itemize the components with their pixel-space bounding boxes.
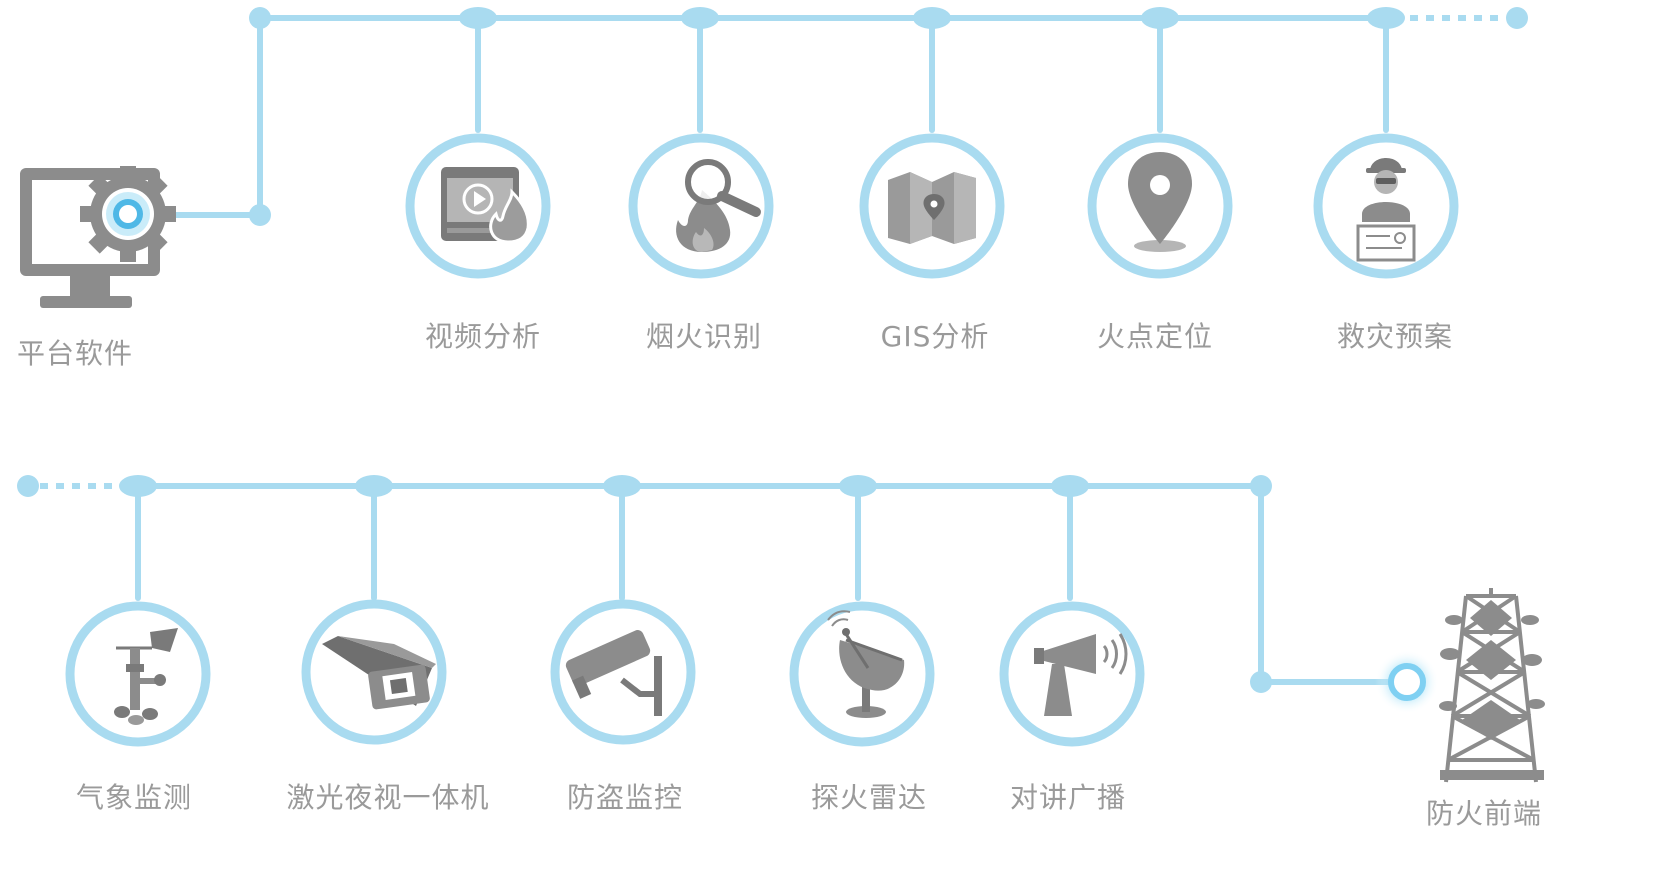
module-label-video: 视频分析 [424, 320, 542, 353]
platform-label: 平台软件 [17, 337, 134, 370]
location-pin-icon [1128, 152, 1192, 252]
node-bottom-end [1250, 475, 1272, 497]
node-top-3 [913, 7, 951, 29]
security-camera-icon [565, 630, 662, 716]
connector-lines [40, 15, 1505, 685]
tower-icon [1375, 588, 1545, 783]
device-label-radar: 探火雷达 [810, 781, 928, 814]
device-label-security: 防盗监控 [566, 781, 684, 814]
node-top-end [1506, 7, 1528, 29]
magnifier-fire-icon [676, 159, 761, 252]
node-platform [249, 204, 271, 226]
module-label-gis: GIS分析 [880, 320, 990, 353]
module-label-plan: 救灾预案 [1336, 320, 1454, 353]
monitor-gear-icon [20, 166, 176, 308]
device-label-laser: 激光夜视一体机 [286, 781, 490, 814]
device-label-broadcast: 对讲广播 [1009, 781, 1127, 814]
video-fire-icon [441, 167, 530, 244]
device-circle-broadcast [999, 601, 1145, 747]
node-bottom-3 [603, 475, 641, 497]
node-top-4 [1141, 7, 1179, 29]
module-label-location: 火点定位 [1096, 320, 1214, 353]
firefighter-plan-icon [1356, 158, 1416, 262]
node-bottom-1 [119, 475, 157, 497]
map-icon [888, 172, 976, 244]
frontend-label: 防火前端 [1425, 797, 1543, 830]
module-label-smoke: 烟火识别 [645, 320, 763, 353]
node-bottom-2 [355, 475, 393, 497]
loudspeaker-icon [1034, 633, 1128, 716]
node-top-1 [459, 7, 497, 29]
laser-camera-icon [322, 636, 436, 710]
weather-vane-icon [114, 628, 178, 725]
radar-dish-icon [827, 610, 905, 718]
connector-nodes [17, 7, 1528, 693]
node-bottom-start [17, 475, 39, 497]
node-frontend [1250, 671, 1272, 693]
device-label-weather: 气象监测 [75, 781, 193, 814]
node-top-2 [681, 7, 719, 29]
node-bottom-5 [1051, 475, 1089, 497]
node-bottom-4 [839, 475, 877, 497]
node-top-start [249, 7, 271, 29]
node-top-5 [1367, 7, 1405, 29]
